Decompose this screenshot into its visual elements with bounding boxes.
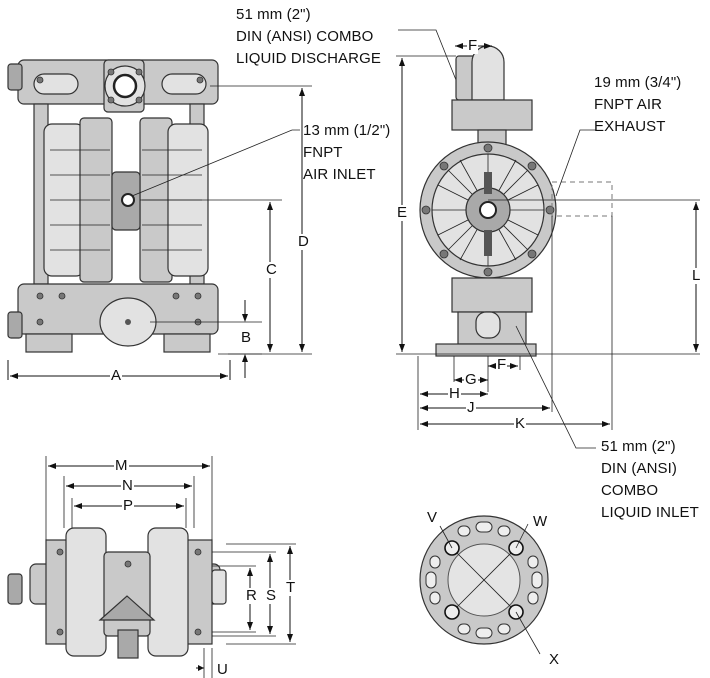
dimension-d-label: D [297,233,310,250]
dimension-r-label: R [245,587,258,604]
dimension-m-label: M [114,457,129,474]
flange-v-label: V [426,509,439,526]
air-inlet-size: 13 mm (1/2") [303,122,391,139]
air-exhaust-thread: FNPT AIR [594,96,663,113]
front-view-pump [7,59,219,353]
liquid-inlet-size: 51 mm (2") [601,438,676,455]
dimension-u-label: U [216,661,229,678]
air-exhaust-label: EXHAUST [594,118,666,135]
dimension-g-label: G [464,371,478,388]
dimension-t-label: T [285,579,297,596]
air-inlet-callout: 13 mm (1/2") FNPT AIR INLET [303,120,390,186]
dimension-f-bottom-label: F [496,356,508,373]
top-view-pump [7,527,227,659]
liquid-discharge-size: 51 mm (2") [236,6,311,23]
flange-w-label: W [532,513,549,530]
dimension-j-label: J [466,399,476,416]
dimension-e-label: E [396,204,409,221]
liquid-discharge-label: LIQUID DISCHARGE [236,50,381,67]
flange-x-label: X [548,651,561,668]
dimension-h-label: H [448,385,461,402]
dimension-c-label: C [265,261,278,278]
liquid-inlet-standard: DIN (ANSI) [601,460,677,477]
air-exhaust-size: 19 mm (3/4") [594,74,682,91]
liquid-inlet-label: LIQUID INLET [601,504,699,521]
dimension-a-label: A [110,367,123,384]
liquid-discharge-callout: 51 mm (2") DIN (ANSI) COMBO LIQUID DISCH… [236,4,381,70]
air-inlet-thread: FNPT [303,144,343,161]
side-view-pump [419,45,613,357]
air-inlet-label: AIR INLET [303,166,376,183]
dimension-p-label: P [122,497,135,514]
liquid-inlet-callout: 51 mm (2") DIN (ANSI) COMBO LIQUID INLET [601,436,699,524]
air-exhaust-callout: 19 mm (3/4") FNPT AIR EXHAUST [594,72,681,138]
dimension-n-label: N [121,477,134,494]
flange-view [419,515,549,655]
dimension-k-label: K [514,415,527,432]
dimension-l-label: L [691,267,702,284]
liquid-inlet-type: COMBO [601,482,659,499]
dimension-s-label: S [265,587,278,604]
dimension-f-top-label: F [467,37,479,54]
liquid-discharge-standard: DIN (ANSI) COMBO [236,28,374,45]
dimension-b-label: B [240,329,253,346]
